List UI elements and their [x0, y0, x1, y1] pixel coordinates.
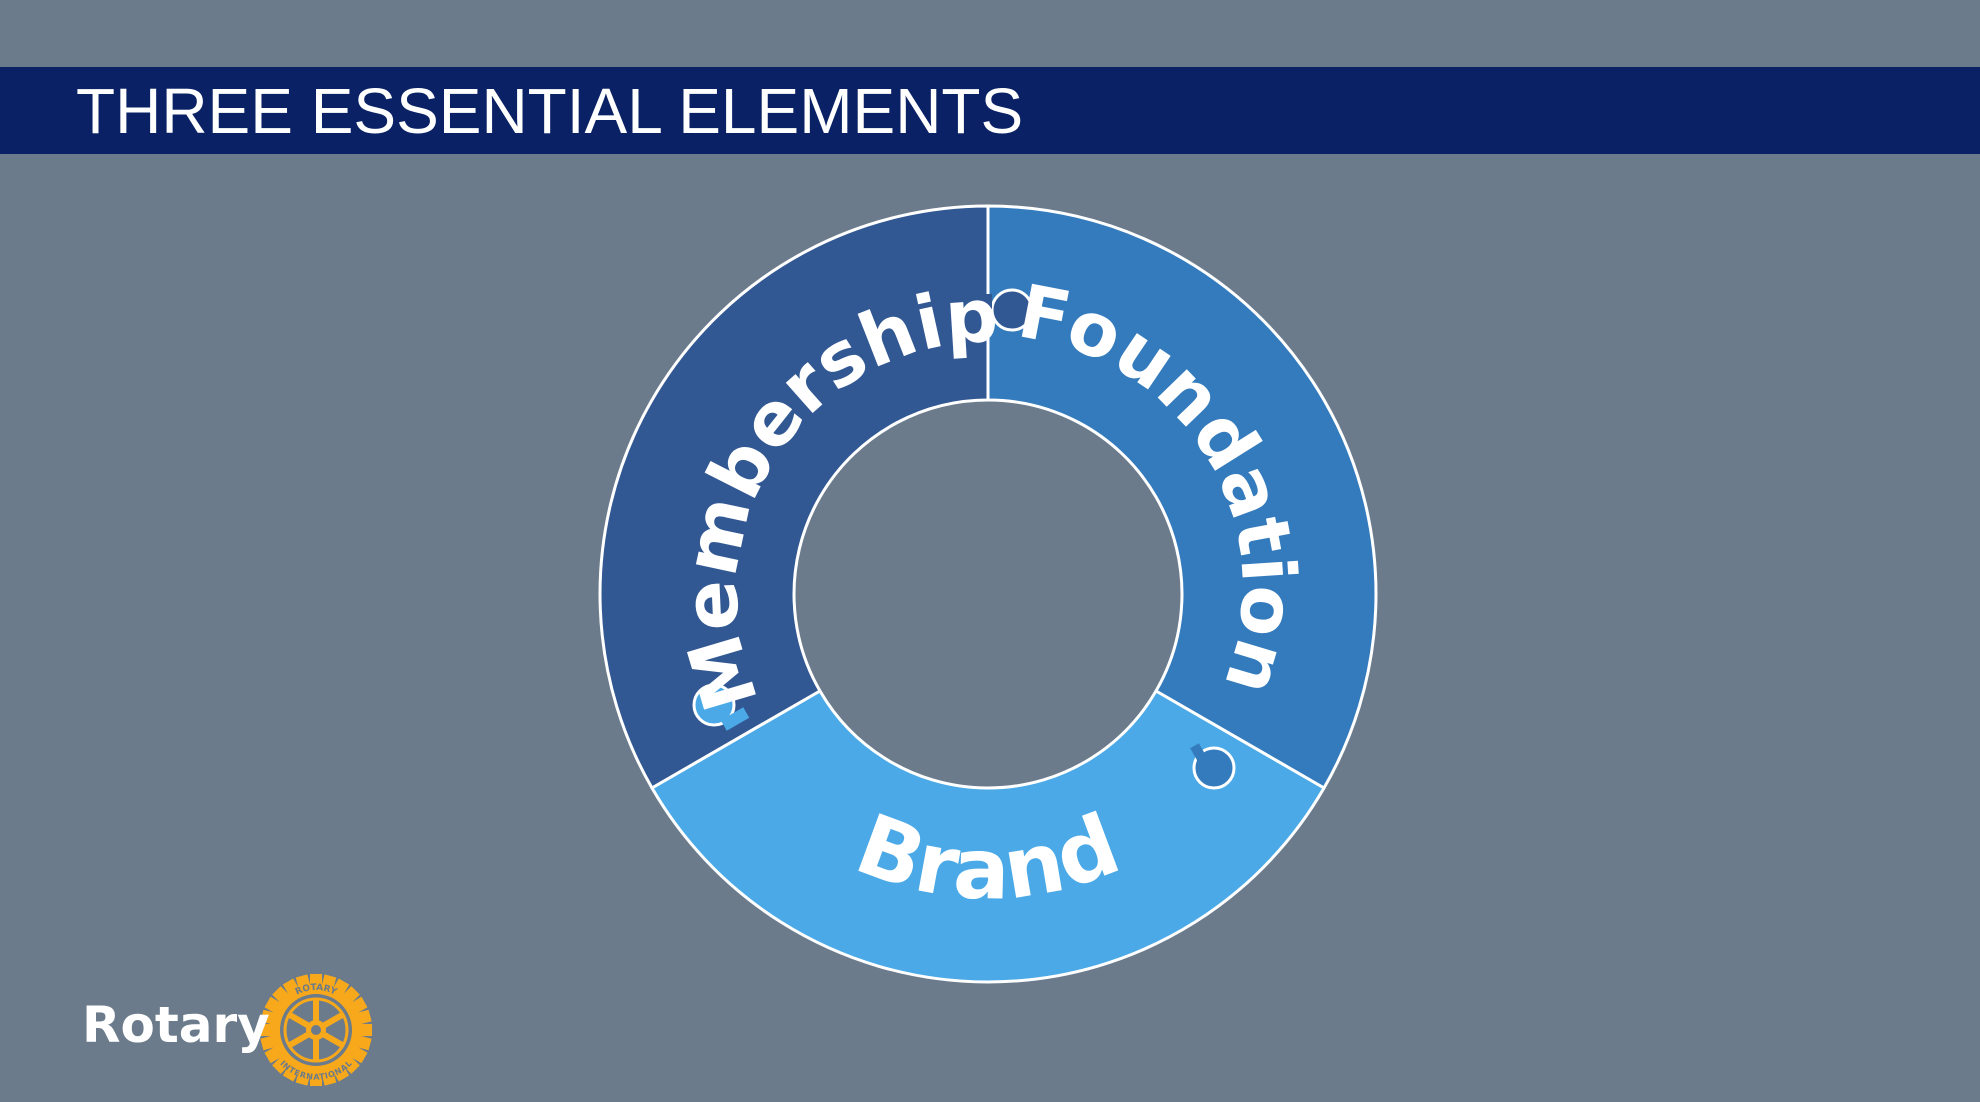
- title-bar: THREE ESSENTIAL ELEMENTS: [0, 67, 1980, 154]
- segment-brand: [650, 689, 1326, 984]
- rotary-wordmark: Rotary: [82, 996, 270, 1054]
- segment-foundation: [986, 204, 1378, 790]
- rotary-wheel-icon: [260, 974, 372, 1086]
- slide-title: THREE ESSENTIAL ELEMENTS: [76, 75, 1024, 147]
- puzzle-knob: [692, 683, 736, 727]
- emblem-text-top: ROTARY: [294, 983, 339, 998]
- segment-membership: [598, 204, 990, 790]
